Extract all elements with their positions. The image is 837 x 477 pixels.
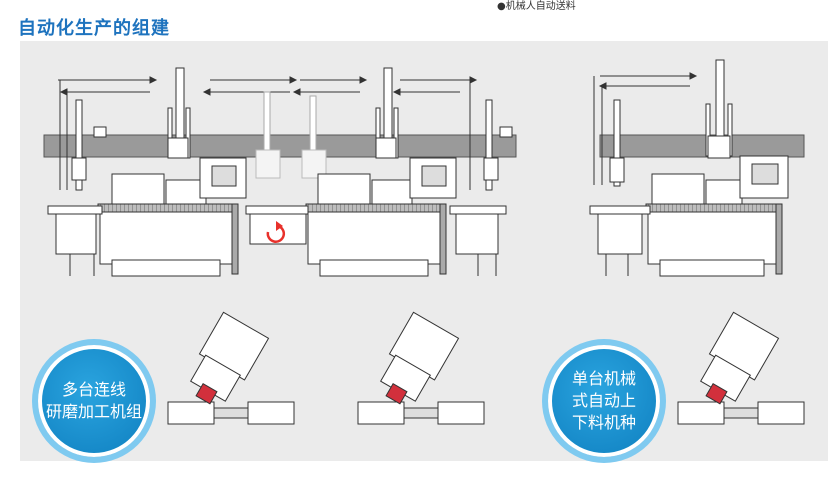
single-badge-line2: 式自动上 — [571, 391, 636, 410]
single-badge-line1: 单台机械 — [571, 369, 636, 388]
top-note: ●机械人自动送料 — [497, 1, 576, 12]
section-title: 自动化生产的组建 — [18, 18, 170, 39]
gripper-detail-2 — [357, 311, 485, 425]
single-machine — [589, 59, 805, 277]
multi-badge-line1: 多台连线 — [61, 380, 126, 399]
multi-machine-badge: 多台连线 研磨加工机组 — [38, 345, 150, 457]
multi-badge-line2: 研磨加工机组 — [45, 402, 142, 421]
single-machine-badge: 单台机械 式自动上 下料机种 — [548, 345, 660, 457]
gripper-detail-1 — [167, 311, 295, 425]
single-badge-line3: 下料机种 — [571, 413, 636, 432]
multi-machine-line — [43, 67, 517, 277]
rotation-arrow-icon — [266, 221, 285, 243]
gripper-detail-3 — [677, 311, 805, 425]
